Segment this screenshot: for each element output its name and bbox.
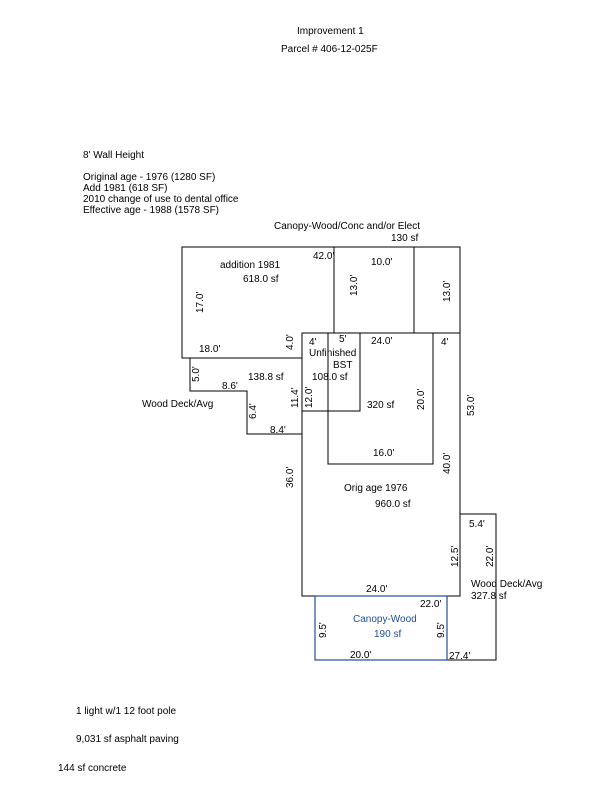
dim-label: 12.5': [450, 546, 461, 567]
paving-note: 9,031 sf asphalt paving: [76, 734, 179, 745]
dim-label: 22.0': [420, 599, 441, 610]
original-area: 960.0 sf: [375, 499, 411, 510]
wall-height-note: 8' Wall Height: [83, 150, 145, 161]
concrete-note: 144 sf concrete: [58, 763, 127, 774]
unfinished-label: Unfinished: [309, 348, 356, 359]
dim-label: 20.0': [416, 389, 427, 410]
dim-label: 13.0': [442, 281, 453, 302]
dim-label: 18.0': [199, 344, 220, 355]
parcel-number: Parcel # 406-12-025F: [281, 44, 378, 55]
dim-label: 36.0': [285, 467, 296, 488]
dim-label: 5.0': [191, 366, 202, 382]
deck-right-label: Wood Deck/Avg: [471, 579, 542, 590]
deck-right-area: 327.8 sf: [471, 591, 507, 602]
dim-label: 40.0': [442, 453, 453, 474]
dim-label: 8.4': [270, 425, 286, 436]
dim-label: 4': [441, 337, 449, 348]
dim-label: 4.0': [285, 334, 296, 350]
dim-label: 27.4': [449, 651, 470, 662]
canopy-bottom-outline: [314, 595, 448, 661]
bst-area-outline: [327, 332, 434, 465]
dim-label: 22.0': [485, 546, 496, 567]
bst-area: 320 sf: [367, 400, 394, 411]
dim-label: 24.0': [371, 336, 392, 347]
note-line: Add 1981 (618 SF): [83, 183, 168, 194]
sketch-title: Improvement 1: [297, 26, 364, 37]
dim-label: 8.6': [222, 381, 238, 392]
dim-label: 16.0': [373, 448, 394, 459]
unfinished-label-2: BST: [333, 360, 352, 371]
dim-label: 53.0': [466, 395, 477, 416]
dim-label: 17.0': [195, 292, 206, 313]
dim-label: 9.5': [436, 622, 447, 638]
dim-label: 11.4': [290, 387, 301, 408]
deck-left-label: Wood Deck/Avg: [142, 399, 213, 410]
canopy-top-label: Canopy-Wood/Conc and/or Elect: [274, 221, 420, 232]
deck-left-outline: [189, 358, 303, 435]
addition-label: addition 1981: [220, 260, 280, 271]
unfinished-area: 108.0 sf: [312, 372, 348, 383]
dim-label: 42.0': [313, 251, 334, 262]
dim-label: 6.4': [248, 403, 259, 419]
dim-label: 12.0': [304, 387, 315, 408]
dim-label: 24.0': [366, 584, 387, 595]
dim-label: 10.0': [371, 257, 392, 268]
note-line: Original age - 1976 (1280 SF): [83, 172, 216, 183]
dim-label: 5.4': [469, 519, 485, 530]
dim-label: 9.5': [318, 622, 329, 638]
note-line: 2010 change of use to dental office: [83, 194, 239, 205]
original-label: Orig age 1976: [344, 483, 408, 494]
canopy-top-area: 130 sf: [391, 233, 418, 244]
deck-left-area: 138.8 sf: [248, 372, 284, 383]
dim-label: 5': [339, 334, 347, 345]
light-note: 1 light w/1 12 foot pole: [76, 706, 177, 717]
note-line: Effective age - 1988 (1578 SF): [83, 205, 220, 216]
dim-label: 4': [309, 337, 317, 348]
addition-area: 618.0 sf: [243, 274, 279, 285]
dim-label: 20.0': [350, 650, 371, 661]
canopy-bottom-label: Canopy-Wood: [353, 614, 417, 625]
canopy-bottom-area: 190 sf: [374, 629, 401, 640]
dim-label: 13.0': [349, 275, 360, 296]
notes-block: 8' Wall Height Original age - 1976 (1280…: [83, 150, 239, 216]
